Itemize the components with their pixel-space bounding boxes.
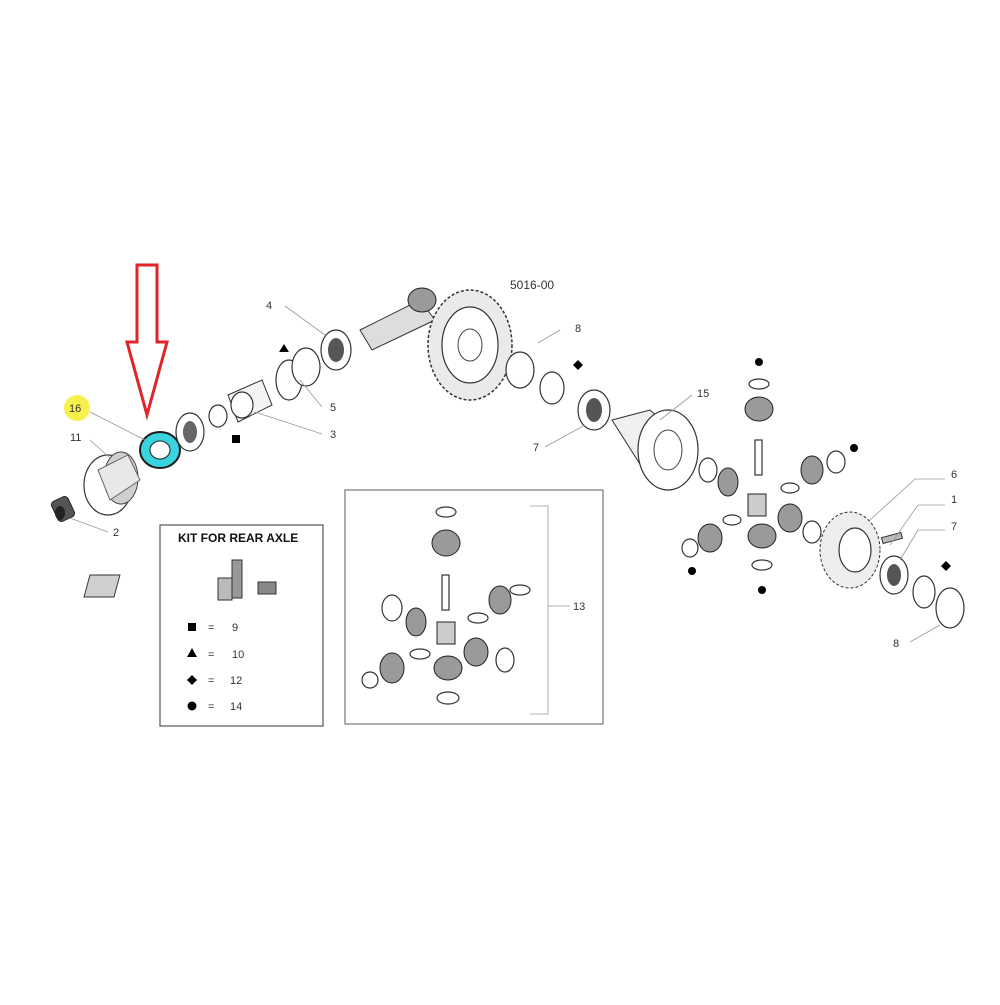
legend-diamond-icon <box>187 675 197 685</box>
red-arrow-icon <box>125 263 169 421</box>
kit-title: KIT FOR REAR AXLE <box>178 531 298 545</box>
legend-value-14: 14 <box>230 701 242 713</box>
callout-11: 11 <box>70 432 81 444</box>
bearing-left <box>175 412 205 452</box>
legend-value-10: 10 <box>232 649 244 661</box>
part-7-bearing <box>577 389 611 431</box>
part-11-flange <box>83 451 141 516</box>
kit-parts-icon <box>83 559 277 601</box>
callout-16-badge <box>64 395 90 421</box>
spider-block <box>747 493 767 517</box>
part-3-spacer <box>227 379 273 423</box>
part-15-differential-case <box>611 409 699 491</box>
legend-circle-icon <box>187 701 197 711</box>
legend-eq: = <box>208 622 214 634</box>
legend-square-icon <box>188 623 196 631</box>
callout-16: 16 <box>69 403 81 415</box>
callout-4: 4 <box>266 300 272 312</box>
callout-13: 13 <box>573 601 585 613</box>
callout-6: 6 <box>951 469 957 481</box>
ring-left <box>208 404 228 428</box>
callout-1: 1 <box>951 494 957 506</box>
subassembly-13-box: 13 <box>344 489 604 725</box>
legend-eq: = <box>208 649 214 661</box>
callout-15: 15 <box>697 388 709 400</box>
callout-5: 5 <box>330 402 336 414</box>
callout-8-top: 8 <box>575 323 581 335</box>
callout-7-right: 7 <box>951 521 957 533</box>
drawing-code: 5016-00 <box>510 278 554 292</box>
triangle-marker <box>279 344 289 352</box>
legend-eq: = <box>208 675 214 687</box>
part-2-nut <box>51 496 75 522</box>
legend-value-12: 12 <box>230 675 242 687</box>
callout-8-bottom: 8 <box>893 638 899 650</box>
square-marker <box>232 435 240 443</box>
diamond-marker <box>573 360 583 370</box>
legend-eq: = <box>208 701 214 713</box>
part-8-shim <box>505 351 535 389</box>
legend-triangle-icon <box>187 648 197 657</box>
part-1-case-half <box>819 511 881 589</box>
kit-box: KIT FOR REAR AXLE = 9 = 10 = 12 = 14 <box>83 524 324 727</box>
part-7-bearing-right <box>879 555 909 595</box>
callout-7-left: 7 <box>533 442 539 454</box>
pinion-shaft <box>359 287 437 351</box>
part-4-bearing <box>320 329 352 371</box>
callout-3: 3 <box>330 429 336 441</box>
legend-value-9: 9 <box>232 622 238 634</box>
part-16-seal-highlighted <box>139 431 181 469</box>
callout-2: 2 <box>113 527 119 539</box>
crown-wheel <box>427 289 513 401</box>
part-8-shim-right <box>935 587 965 629</box>
